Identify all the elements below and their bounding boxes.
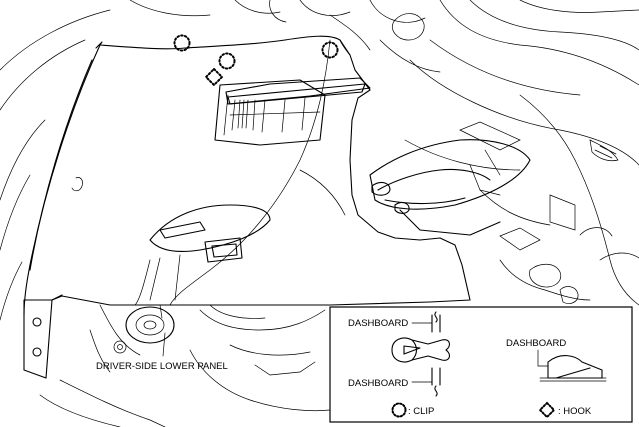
hook-detail-label: DASHBOARD <box>506 338 566 349</box>
clip-key-label: : CLIP <box>408 406 434 417</box>
legend-inset: DASHBOARD DASHBOARD DASHBOARD : CLIP <box>329 306 633 423</box>
clip-detail-top-label: DASHBOARD <box>348 318 408 329</box>
hook-symbol-icon <box>538 401 556 419</box>
fastener-markers <box>173 34 339 87</box>
clip-marker-1 <box>173 34 191 52</box>
dashboard-background <box>0 0 639 321</box>
clip-symbol-icon <box>391 402 407 418</box>
clip-detail-bottom-label: DASHBOARD <box>348 378 408 389</box>
lower-column-area <box>39 304 331 427</box>
hook-key: : HOOK <box>538 401 592 419</box>
panel-label: DRIVER-SIDE LOWER PANEL <box>96 361 228 372</box>
hook-marker-1 <box>204 67 224 87</box>
clip-marker-3 <box>321 41 339 59</box>
clip-marker-2 <box>218 52 236 70</box>
hook-key-label: : HOOK <box>558 406 592 417</box>
clip-detail-figure: DASHBOARD DASHBOARD <box>348 311 451 397</box>
a-pillar-trim <box>23 41 103 379</box>
clip-key: : CLIP <box>391 402 434 418</box>
driver-side-lower-panel <box>51 35 531 306</box>
hook-detail-figure: DASHBOARD <box>506 338 607 382</box>
panel-callout: DRIVER-SIDE LOWER PANEL <box>96 332 228 372</box>
